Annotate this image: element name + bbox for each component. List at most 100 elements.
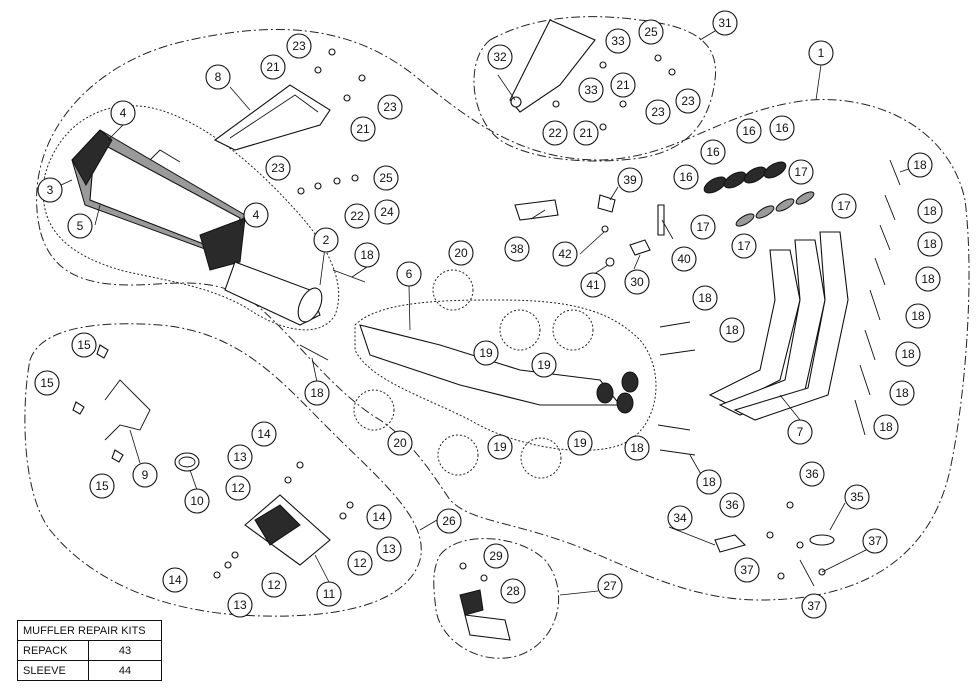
svg-text:7: 7 xyxy=(797,425,804,439)
svg-text:37: 37 xyxy=(740,563,754,577)
svg-text:35: 35 xyxy=(850,490,864,504)
callout: 10 xyxy=(184,488,210,514)
svg-text:12: 12 xyxy=(267,578,281,592)
table-row: MUFFLER REPAIR KITS xyxy=(17,620,162,641)
svg-text:19: 19 xyxy=(537,358,551,372)
svg-text:14: 14 xyxy=(257,427,271,441)
callout: 14 xyxy=(251,421,277,447)
callout: 18 xyxy=(304,380,330,406)
callout: 26 xyxy=(436,508,462,534)
svg-text:14: 14 xyxy=(372,510,386,524)
callout: 16 xyxy=(673,164,699,190)
group-outline-20b xyxy=(353,389,395,431)
callout: 18 xyxy=(624,435,650,461)
callout: 27 xyxy=(597,573,623,599)
svg-text:16: 16 xyxy=(679,170,693,184)
callout: 18 xyxy=(907,152,933,178)
kit-label: SLEEVE xyxy=(17,660,89,681)
callout: 18 xyxy=(917,198,943,224)
svg-text:16: 16 xyxy=(742,124,756,138)
callout: 19 xyxy=(567,430,593,456)
callout: 15 xyxy=(89,473,115,499)
group-outline-muffler xyxy=(42,105,340,331)
svg-text:26: 26 xyxy=(442,514,456,528)
callout: 18 xyxy=(889,380,915,406)
svg-text:8: 8 xyxy=(215,70,222,84)
callout: 30 xyxy=(624,269,650,295)
callout: 41 xyxy=(580,272,606,298)
callout: 22 xyxy=(344,203,370,229)
callout: 11 xyxy=(316,581,342,607)
svg-text:22: 22 xyxy=(548,126,562,140)
callout: 15 xyxy=(71,332,97,358)
svg-text:1: 1 xyxy=(818,46,825,60)
svg-text:37: 37 xyxy=(807,599,821,613)
table-row: REPACK 43 xyxy=(17,640,162,661)
callout: 36 xyxy=(719,492,745,518)
svg-text:9: 9 xyxy=(142,468,149,482)
callout: 12 xyxy=(261,572,287,598)
svg-text:18: 18 xyxy=(630,441,644,455)
callout: 37 xyxy=(862,528,888,554)
callout: 31 xyxy=(712,10,738,36)
table-row: SLEEVE 44 xyxy=(17,660,162,681)
group-outline-bracket-31 xyxy=(473,16,717,162)
group-outline-19c xyxy=(437,434,479,476)
callout: 21 xyxy=(573,120,599,146)
bracket-9 xyxy=(104,379,151,441)
svg-text:15: 15 xyxy=(95,479,109,493)
callout: 16 xyxy=(769,115,795,141)
callout: 14 xyxy=(162,567,188,593)
callout: 14 xyxy=(366,504,392,530)
callout: 37 xyxy=(734,557,760,583)
svg-text:32: 32 xyxy=(493,50,507,64)
svg-text:18: 18 xyxy=(911,309,925,323)
svg-text:13: 13 xyxy=(233,598,247,612)
svg-text:18: 18 xyxy=(879,420,893,434)
svg-text:19: 19 xyxy=(493,440,507,454)
svg-text:18: 18 xyxy=(901,347,915,361)
callout: 18 xyxy=(917,231,943,257)
svg-text:15: 15 xyxy=(77,338,91,352)
svg-text:2: 2 xyxy=(323,233,330,247)
svg-text:23: 23 xyxy=(292,39,306,53)
svg-text:18: 18 xyxy=(702,475,716,489)
callout: 20 xyxy=(448,240,474,266)
callout: 15 xyxy=(34,370,60,396)
clamp xyxy=(174,452,200,472)
svg-text:19: 19 xyxy=(479,346,493,360)
callout: 36 xyxy=(799,461,825,487)
callout: 38 xyxy=(504,236,530,262)
callout: 17 xyxy=(731,233,757,259)
hanger-bracket xyxy=(213,84,331,151)
svg-text:40: 40 xyxy=(677,252,691,266)
svg-text:18: 18 xyxy=(923,204,937,218)
svg-text:16: 16 xyxy=(706,145,720,159)
group-outline-19d xyxy=(520,437,562,479)
callout: 13 xyxy=(227,444,253,470)
svg-text:6: 6 xyxy=(406,267,413,281)
callout: 3 xyxy=(37,177,63,203)
svg-text:37: 37 xyxy=(868,534,882,548)
svg-text:18: 18 xyxy=(725,323,739,337)
svg-text:31: 31 xyxy=(718,16,732,30)
callout: 40 xyxy=(671,246,697,272)
callout: 33 xyxy=(578,77,604,103)
callout: 4 xyxy=(110,100,136,126)
callout: 23 xyxy=(265,155,291,181)
svg-text:17: 17 xyxy=(794,165,808,179)
svg-text:36: 36 xyxy=(805,467,819,481)
callout: 7 xyxy=(787,419,813,445)
callout: 21 xyxy=(260,54,286,80)
callout: 18 xyxy=(915,266,941,292)
svg-text:42: 42 xyxy=(558,247,572,261)
svg-text:18: 18 xyxy=(360,248,374,262)
svg-text:19: 19 xyxy=(573,436,587,450)
svg-text:4: 4 xyxy=(253,208,260,222)
svg-text:18: 18 xyxy=(913,158,927,172)
svg-text:28: 28 xyxy=(506,584,520,598)
callout: 22 xyxy=(542,120,568,146)
callout: 18 xyxy=(719,317,745,343)
gaskets xyxy=(703,161,815,227)
